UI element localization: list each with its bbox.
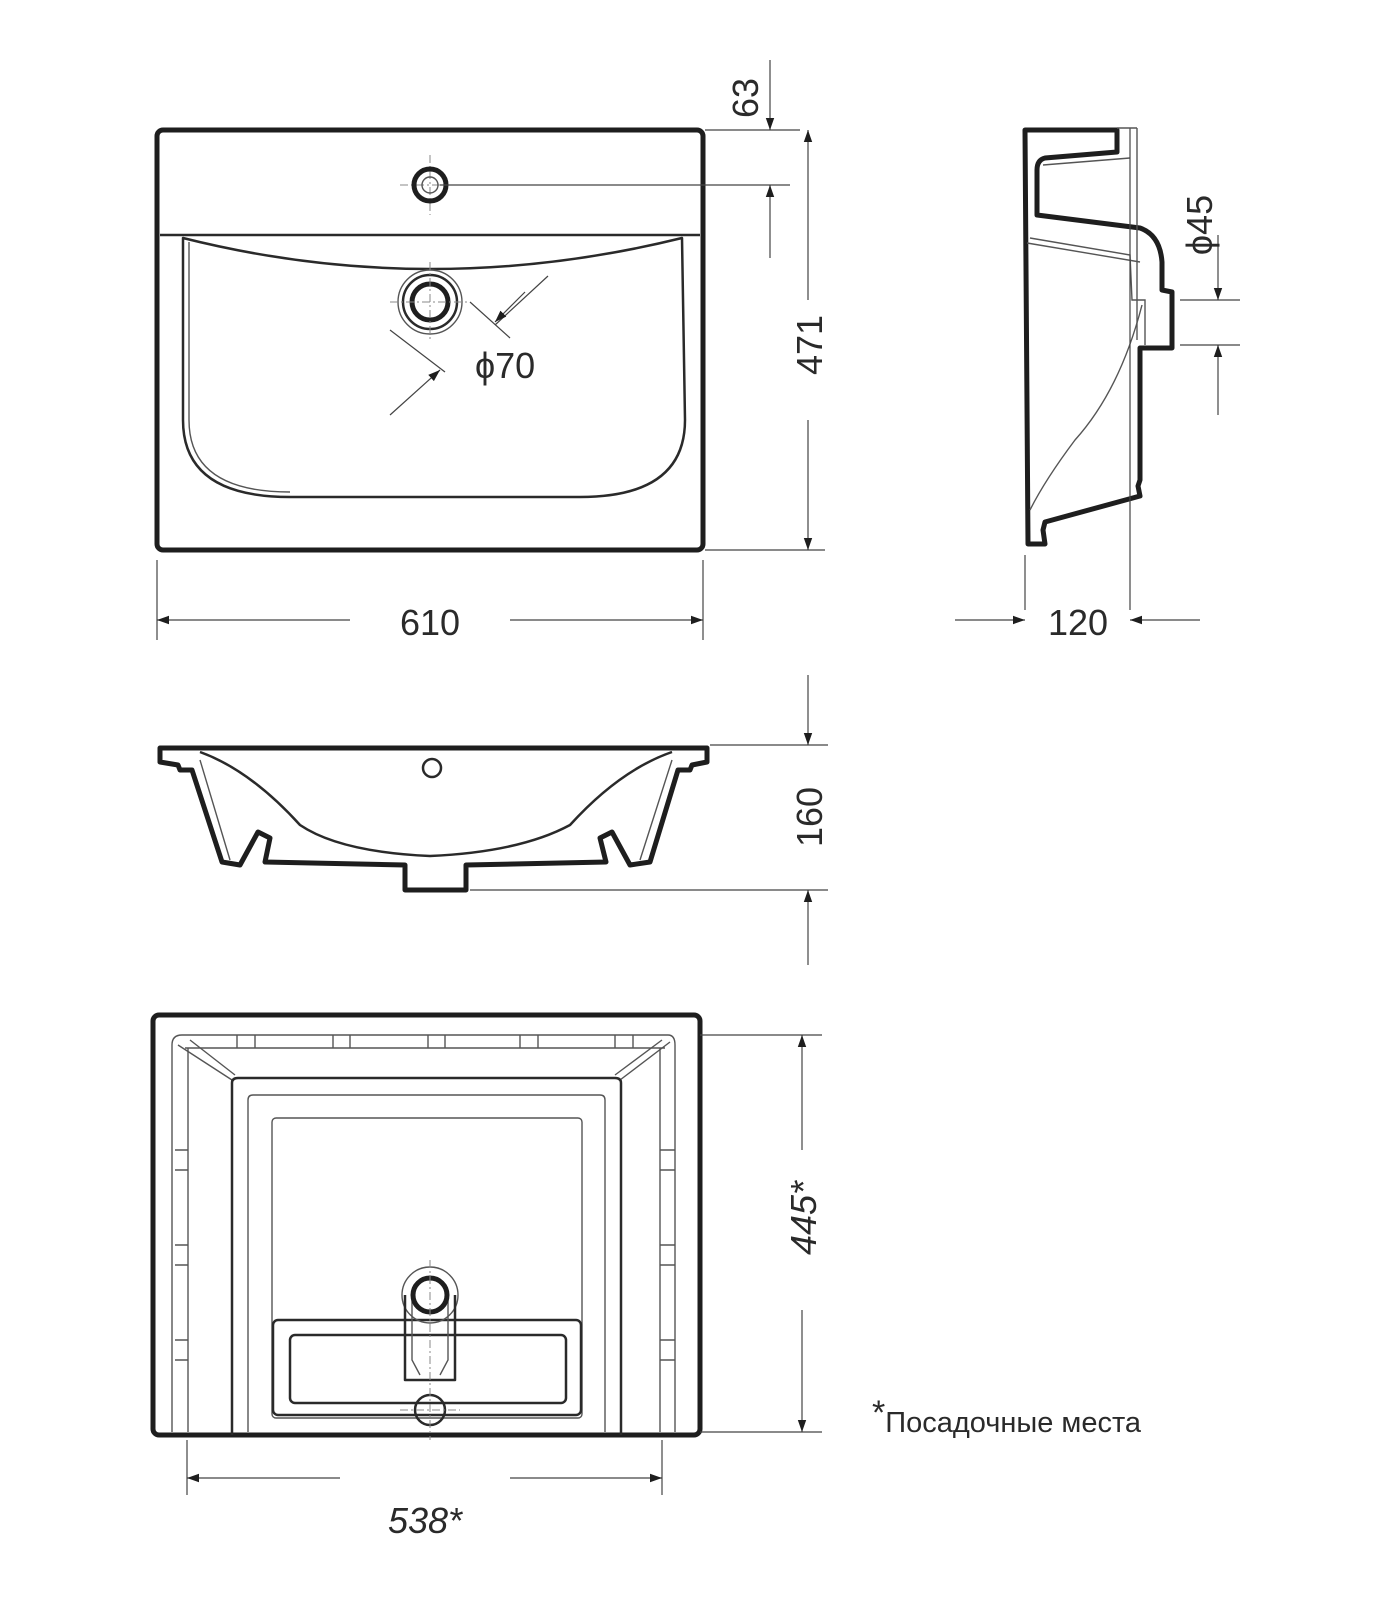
top-view: ϕ70 63 471 610 <box>154 60 830 643</box>
note-text: Посадочные места <box>885 1407 1142 1439</box>
front-profile <box>157 745 710 893</box>
mount-depth-label: 445* <box>783 1180 824 1255</box>
mount-depth-dimension: 445* <box>700 1034 824 1433</box>
side-depth-label: 120 <box>1048 602 1108 643</box>
height-dimension: 160 <box>470 675 830 965</box>
width-label: 610 <box>400 602 460 643</box>
top-offset-label: 63 <box>725 78 766 118</box>
tap-hole-front <box>421 757 443 779</box>
note-asterisk: * <box>872 1394 885 1432</box>
depth-label: 471 <box>789 315 830 375</box>
mount-width-label: 538* <box>388 1500 463 1541</box>
bowl-inner-line <box>188 242 291 493</box>
sink-outline-bottom <box>150 1012 703 1438</box>
bottom-view: 445* 538* *Посадочные места <box>150 1012 1142 1541</box>
side-view: ϕ45 120 <box>955 127 1240 643</box>
drain-diameter-label: ϕ70 <box>475 345 535 386</box>
side-profile <box>1022 127 1175 547</box>
mount-width-dimension: 538* <box>186 1440 663 1541</box>
mounting-ribs <box>175 1035 675 1361</box>
overflow-diameter-dimension: ϕ45 <box>1179 195 1240 415</box>
side-depth-dimension: 120 <box>955 602 1200 643</box>
height-label: 160 <box>789 787 830 847</box>
bowl-front-curve <box>199 750 673 858</box>
bowl-underside <box>230 1076 623 1435</box>
mounting-note: *Посадочные места <box>872 1394 1142 1439</box>
bowl-outline <box>181 236 687 499</box>
depth-dimension: 471 <box>705 130 830 551</box>
overflow-channel <box>271 1318 583 1417</box>
width-dimension: 610 <box>156 560 704 643</box>
drain-hole <box>390 262 470 342</box>
sink-outline-top <box>154 127 706 553</box>
top-offset-dimension: 63 <box>440 60 800 258</box>
drain-diameter-dimension: ϕ70 <box>389 275 549 416</box>
front-view: 160 <box>157 675 830 965</box>
overflow-diameter-label: ϕ45 <box>1179 195 1220 255</box>
bowl-curve <box>1029 304 1143 511</box>
